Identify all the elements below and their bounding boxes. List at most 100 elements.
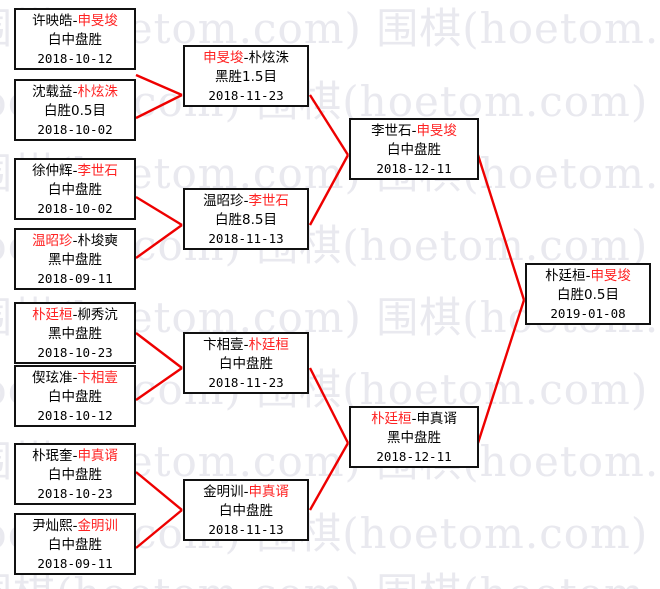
match-box[interactable]: 温昭珍-朴埈奭 黑中盘胜 2018-09-11 xyxy=(14,228,136,290)
match-date: 2018-09-11 xyxy=(37,271,113,287)
match-box[interactable]: 朴廷桓-柳秀沆 黑中盘胜 2018-10-23 xyxy=(14,302,136,364)
player-left: 温昭珍 xyxy=(203,193,244,209)
match-result: 白胜0.5目 xyxy=(557,287,619,304)
match-result: 白中盘胜 xyxy=(219,503,273,520)
player-right: 申旻埈 xyxy=(590,268,631,284)
match-result: 白中盘胜 xyxy=(48,537,102,554)
player-right: 申旻埈 xyxy=(416,123,457,139)
match-result: 白胜0.5目 xyxy=(44,103,106,120)
player-right: 申真谞 xyxy=(248,484,289,500)
vs-dash: - xyxy=(243,193,249,209)
match-result: 白中盘胜 xyxy=(48,467,102,484)
vs-dash: - xyxy=(243,337,249,353)
match-date: 2019-01-08 xyxy=(550,306,626,322)
match-players: 朴廷桓-柳秀沆 xyxy=(16,306,134,325)
player-left: 沈载益 xyxy=(32,84,73,100)
match-players: 许映皓-申旻埈 xyxy=(16,12,134,31)
player-right: 柳秀沆 xyxy=(77,307,118,323)
match-date: 2018-11-23 xyxy=(208,88,284,104)
player-left: 朴廷桓 xyxy=(545,268,586,284)
player-left: 温昭珍 xyxy=(32,233,73,249)
match-box[interactable]: 尹灿熙-金明训 白中盘胜 2018-09-11 xyxy=(14,513,136,575)
vs-dash: - xyxy=(72,307,78,323)
match-result: 白胜8.5目 xyxy=(215,212,277,229)
match-players: 金明训-申真谞 xyxy=(185,483,307,502)
match-box[interactable]: 申旻埈-朴炫洙 黑胜1.5目 2018-11-23 xyxy=(183,45,309,107)
match-box-final[interactable]: 朴廷桓-申旻埈 白胜0.5目 2019-01-08 xyxy=(525,263,651,325)
player-left: 尹灿熙 xyxy=(32,518,73,534)
player-left: 朴廷桓 xyxy=(32,307,73,323)
match-result: 黑中盘胜 xyxy=(387,430,441,447)
match-players: 温昭珍-朴埈奭 xyxy=(16,232,134,251)
match-box[interactable]: 偰玹准-卞相壹 白中盘胜 2018-10-12 xyxy=(14,365,136,427)
match-players: 朴珉奎-申真谞 xyxy=(16,447,134,466)
match-date: 2018-10-12 xyxy=(37,408,113,424)
match-date: 2018-09-11 xyxy=(37,556,113,572)
match-players: 偰玹准-卞相壹 xyxy=(16,369,134,388)
vs-dash: - xyxy=(72,370,78,386)
match-players: 李世石-申旻埈 xyxy=(351,122,477,141)
match-players: 朴廷桓-申真谞 xyxy=(351,410,477,429)
player-right: 申旻埈 xyxy=(77,13,118,29)
player-left: 李世石 xyxy=(371,123,412,139)
player-left: 朴珉奎 xyxy=(32,448,73,464)
player-right: 申真谞 xyxy=(416,411,457,427)
vs-dash: - xyxy=(411,123,417,139)
vs-dash: - xyxy=(411,411,417,427)
match-date: 2018-12-11 xyxy=(376,449,452,465)
match-result: 白中盘胜 xyxy=(48,182,102,199)
player-left: 徐仲辉 xyxy=(32,163,73,179)
vs-dash: - xyxy=(585,268,591,284)
match-players: 徐仲辉-李世石 xyxy=(16,162,134,181)
match-box[interactable]: 徐仲辉-李世石 白中盘胜 2018-10-02 xyxy=(14,158,136,220)
match-box[interactable]: 朴珉奎-申真谞 白中盘胜 2018-10-23 xyxy=(14,443,136,505)
player-left: 卞相壹 xyxy=(203,337,244,353)
vs-dash: - xyxy=(72,84,78,100)
vs-dash: - xyxy=(243,484,249,500)
match-players: 卞相壹-朴廷桓 xyxy=(185,336,307,355)
match-box[interactable]: 温昭珍-李世石 白胜8.5目 2018-11-13 xyxy=(183,188,309,250)
match-box[interactable]: 李世石-申旻埈 白中盘胜 2018-12-11 xyxy=(349,118,479,180)
vs-dash: - xyxy=(72,233,78,249)
vs-dash: - xyxy=(72,448,78,464)
match-result: 白中盘胜 xyxy=(387,142,441,159)
match-box[interactable]: 金明训-申真谞 白中盘胜 2018-11-13 xyxy=(183,479,309,541)
match-box[interactable]: 卞相壹-朴廷桓 白中盘胜 2018-11-23 xyxy=(183,332,309,394)
player-left: 偰玹准 xyxy=(32,370,73,386)
match-date: 2018-12-11 xyxy=(376,161,452,177)
vs-dash: - xyxy=(72,13,78,29)
match-date: 2018-10-23 xyxy=(37,486,113,502)
vs-dash: - xyxy=(72,163,78,179)
match-players: 尹灿熙-金明训 xyxy=(16,517,134,536)
match-result: 黑胜1.5目 xyxy=(215,69,277,86)
match-date: 2018-11-13 xyxy=(208,522,284,538)
player-right: 李世石 xyxy=(248,193,289,209)
player-right: 卞相壹 xyxy=(77,370,118,386)
player-right: 金明训 xyxy=(77,518,118,534)
player-right: 朴廷桓 xyxy=(248,337,289,353)
player-right: 李世石 xyxy=(77,163,118,179)
vs-dash: - xyxy=(243,50,249,66)
player-left: 许映皓 xyxy=(32,13,73,29)
match-date: 2018-11-23 xyxy=(208,375,284,391)
match-box[interactable]: 朴廷桓-申真谞 黑中盘胜 2018-12-11 xyxy=(349,406,479,468)
match-result: 白中盘胜 xyxy=(48,32,102,49)
player-left: 金明训 xyxy=(203,484,244,500)
match-date: 2018-11-13 xyxy=(208,231,284,247)
match-players: 朴廷桓-申旻埈 xyxy=(527,267,649,286)
match-box[interactable]: 沈载益-朴炫洙 白胜0.5目 2018-10-02 xyxy=(14,79,136,141)
vs-dash: - xyxy=(72,518,78,534)
match-date: 2018-10-02 xyxy=(37,122,113,138)
match-result: 白中盘胜 xyxy=(219,356,273,373)
player-right: 朴炫洙 xyxy=(248,50,289,66)
player-left: 申旻埈 xyxy=(203,50,244,66)
match-box[interactable]: 许映皓-申旻埈 白中盘胜 2018-10-12 xyxy=(14,8,136,70)
player-right: 朴炫洙 xyxy=(77,84,118,100)
match-result: 黑中盘胜 xyxy=(48,326,102,343)
player-left: 朴廷桓 xyxy=(371,411,412,427)
match-date: 2018-10-02 xyxy=(37,201,113,217)
match-date: 2018-10-23 xyxy=(37,345,113,361)
player-right: 朴埈奭 xyxy=(77,233,118,249)
match-players: 申旻埈-朴炫洙 xyxy=(185,49,307,68)
